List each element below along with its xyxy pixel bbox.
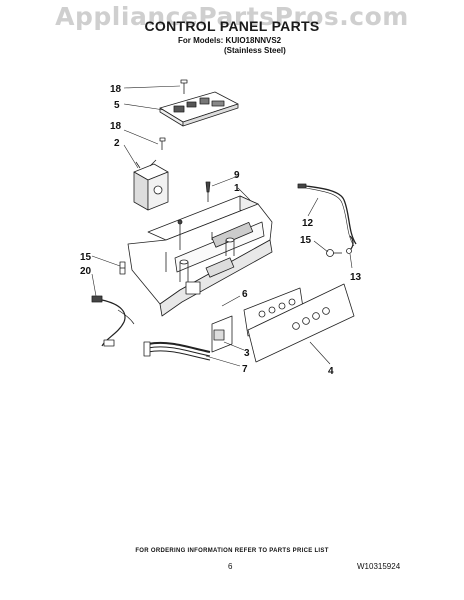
callout-15-left: 15 — [80, 252, 92, 263]
callout-1: 1 — [234, 183, 240, 194]
callout-18-left: 18 — [110, 121, 122, 132]
part-1-control-housing — [127, 195, 273, 317]
part-7-ribbon-cable — [143, 341, 211, 361]
part-9-screw — [205, 181, 211, 202]
part-5-control-board — [159, 91, 239, 127]
callout-6: 6 — [242, 289, 248, 300]
part-20-thermistor-wire — [91, 295, 135, 347]
document-number: W10315924 — [357, 562, 401, 571]
models-line: For Models: KUIO18NNVS2 — [178, 36, 282, 45]
callout-4: 4 — [328, 366, 334, 377]
part-18-screw-top — [180, 79, 188, 94]
callout-15-right: 15 — [300, 235, 312, 246]
part-3-display-board — [211, 315, 233, 353]
callout-leader-lines — [91, 85, 353, 367]
callout-13: 13 — [350, 272, 362, 283]
callout-20: 20 — [80, 266, 92, 277]
callout-12: 12 — [302, 218, 314, 229]
callout-7: 7 — [242, 364, 248, 375]
watermark: AppliancePartsPros.com — [55, 2, 409, 31]
model-info: For Models: KUIO18NNVS2 (Stainless Steel… — [178, 36, 286, 56]
callout-2: 2 — [114, 138, 120, 149]
callout-18-top: 18 — [110, 84, 122, 95]
callout-3: 3 — [244, 348, 250, 359]
part-2-transformer — [133, 159, 169, 211]
page-number: 6 — [228, 562, 233, 571]
variant-label: (Stainless Steel) — [224, 46, 286, 55]
callout-9: 9 — [234, 170, 240, 181]
part-15-screw-left — [119, 261, 126, 275]
part-15-screw-right — [326, 249, 342, 257]
part-13-ground-wire — [346, 235, 354, 254]
part-12-wire-harness — [297, 183, 357, 247]
part-4-control-overlay — [247, 283, 355, 363]
part-18-screw-left — [159, 137, 166, 150]
page-title: CONTROL PANEL PARTS — [144, 18, 320, 34]
ordering-note: FOR ORDERING INFORMATION REFER TO PARTS … — [135, 548, 329, 554]
callout-5: 5 — [114, 100, 120, 111]
